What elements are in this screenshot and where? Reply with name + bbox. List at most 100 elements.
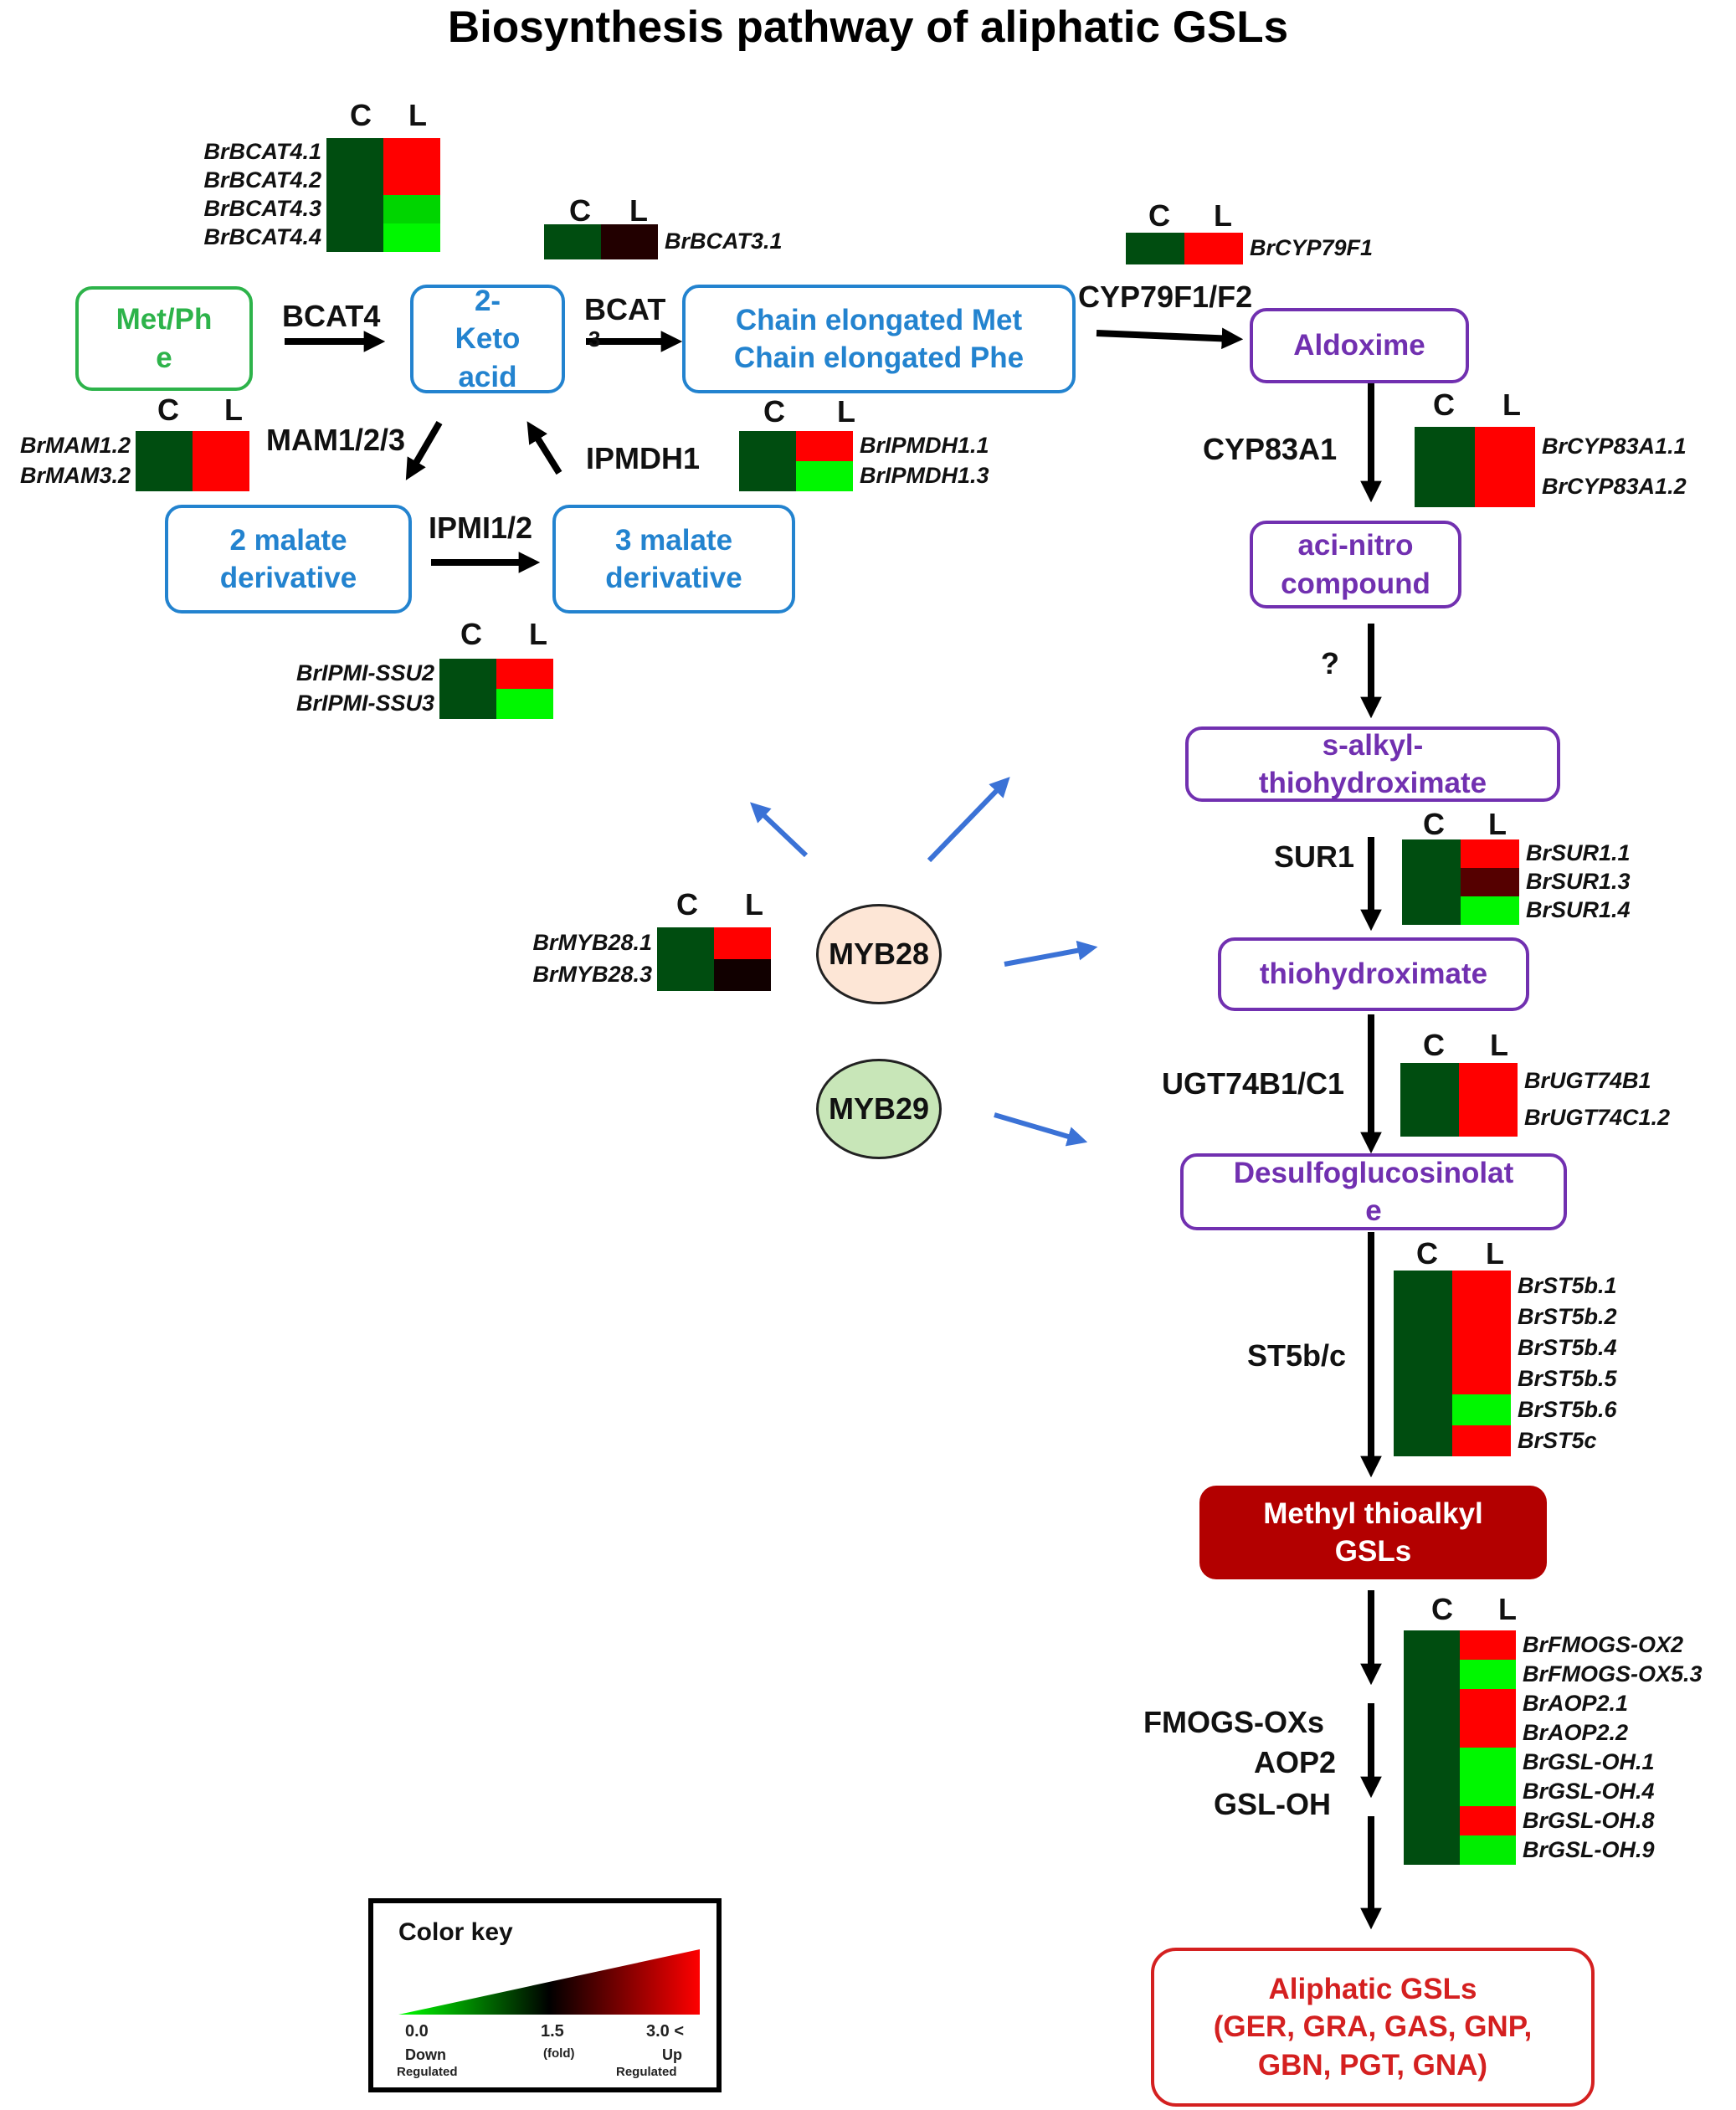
heatmap-header-C: C: [1423, 807, 1445, 841]
color-key-title: Color key: [398, 1918, 513, 1946]
heatmap-column-L: [1459, 1063, 1518, 1137]
heatmap-cell: [1475, 427, 1535, 467]
heatmap-cyp83: [1415, 427, 1535, 507]
heatmap-bcat3: [544, 224, 658, 259]
heatmap-cell: [1461, 868, 1519, 896]
page-title: Biosynthesis pathway of aliphatic GSLs: [447, 3, 1289, 52]
gene-label: BrST5b.2: [1518, 1303, 1617, 1329]
enzyme-ugt: UGT74B1/C1: [1162, 1066, 1345, 1101]
heatmap-cell: [1394, 1363, 1452, 1394]
gene-label: BrIPMDH1.1: [860, 433, 989, 458]
gene-label: BrGSL-OH.4: [1523, 1778, 1655, 1804]
heatmap-header-L: L: [1486, 1236, 1504, 1271]
heatmap-cell: [383, 138, 440, 167]
gene-label: BrUGT74B1: [1524, 1068, 1651, 1093]
heatmap-column-C: [1404, 1630, 1460, 1865]
color-key-down-regulated: Regulated: [397, 2065, 458, 2079]
gene-label: BrGSL-OH.1: [1523, 1748, 1655, 1774]
gene-label: BrIPMDH1.3: [860, 463, 989, 488]
heatmap-column-C: [1400, 1063, 1459, 1137]
heatmap-cell: [1404, 1660, 1460, 1689]
heatmap-header-L: L: [529, 617, 547, 651]
color-key-fold: (fold): [543, 2046, 575, 2061]
heatmap-cell: [326, 167, 383, 195]
heatmap-cell: [657, 959, 714, 991]
heatmap-column-C: [657, 927, 714, 991]
heatmap-header-C: C: [1433, 388, 1455, 422]
heatmap-cell: [193, 461, 249, 491]
heatmap-column-L: [1184, 233, 1243, 264]
heatmap-myb: [657, 927, 771, 991]
heatmap-column-L: [193, 431, 249, 491]
heatmap-st5: [1394, 1271, 1511, 1456]
heatmap-cell: [496, 659, 553, 689]
gene-label: BrST5b.5: [1518, 1365, 1617, 1391]
gene-label: BrBCAT4.4: [203, 224, 321, 249]
heatmap-column-C: [1126, 233, 1184, 264]
gene-label: BrCYP83A1.1: [1542, 434, 1687, 459]
heatmap-cell: [1461, 839, 1519, 868]
heatmap-header-C: C: [157, 393, 179, 427]
heatmap-header-L: L: [745, 887, 763, 922]
node-thiohydroximate: thiohydroximate: [1218, 937, 1529, 1011]
heatmap-cell: [1394, 1271, 1452, 1301]
node-2-malate-derivative: 2 malate derivative: [165, 505, 412, 613]
heatmap-header-L: L: [1214, 198, 1232, 233]
heatmap-column-L: [1460, 1630, 1516, 1865]
arrow-chain-to-aldoxime: [1096, 327, 1244, 350]
gene-label: BrIPMI-SSU2: [295, 660, 434, 685]
heatmap-cell: [1452, 1301, 1511, 1332]
gene-label: BrBCAT3.1: [665, 228, 783, 254]
enzyme-ipmdh: IPMDH1: [586, 441, 701, 475]
gene-label: BrCYP79F1: [1250, 235, 1374, 260]
heatmap-column-C: [1415, 427, 1475, 507]
enzyme-ipmi: IPMI1/2: [429, 511, 533, 545]
heatmap-cell: [136, 431, 193, 461]
regulator-arrow-1: [750, 802, 809, 858]
heatmap-cell: [383, 167, 440, 195]
gene-label: BrMYB28.3: [532, 962, 652, 987]
heatmap-column-L: [1461, 839, 1519, 925]
gene-label: BrMAM3.2: [19, 463, 131, 488]
heatmap-ipmdh: [739, 431, 853, 491]
heatmap-column-L: [1452, 1271, 1511, 1456]
heatmap-cell: [714, 959, 771, 991]
gene-label: BrBCAT4.2: [203, 167, 321, 193]
heatmap-ipmi: [439, 659, 553, 719]
heatmap-cell: [1459, 1100, 1518, 1137]
heatmap-cell: [1460, 1777, 1516, 1806]
enzyme-bcat3: BCAT: [584, 292, 666, 326]
arrow-malate3-to-keto: [526, 421, 562, 475]
heatmap-cell: [1404, 1835, 1460, 1865]
heatmap-header-C: C: [1423, 1028, 1445, 1062]
heatmap-column-C: [136, 431, 193, 491]
heatmap-cell: [1459, 1063, 1518, 1100]
heatmap-column-C: [739, 431, 796, 491]
color-key-min: 0.0: [405, 2022, 429, 2041]
heatmap-column-C: [1402, 839, 1461, 925]
heatmap-cell: [326, 138, 383, 167]
heatmap-cell: [1452, 1363, 1511, 1394]
heatmap-header-C: C: [1416, 1236, 1438, 1271]
gene-label: BrGSL-OH.9: [1523, 1836, 1655, 1862]
heatmap-ugt: [1400, 1063, 1518, 1137]
heatmap-column-C: [544, 224, 601, 259]
heatmap-column-L: [496, 659, 553, 719]
heatmap-cell: [383, 223, 440, 252]
heatmap-cell: [1400, 1063, 1459, 1100]
gene-label: BrMAM1.2: [19, 433, 131, 458]
heatmap-cell: [439, 689, 496, 719]
heatmap-mam: [136, 431, 249, 491]
gene-label: BrFMOGS-OX5.3: [1523, 1661, 1703, 1686]
heatmap-cell: [326, 195, 383, 223]
node-aldoxime: Aldoxime: [1250, 308, 1469, 383]
regulator-arrow-4: [994, 1112, 1088, 1147]
heatmap-cell: [1415, 467, 1475, 507]
heatmap-cell: [1404, 1718, 1460, 1748]
color-key-up-regulated: Regulated: [616, 2065, 677, 2079]
heatmap-cell: [383, 195, 440, 223]
heatmap-cell: [1415, 427, 1475, 467]
heatmap-cell: [1400, 1100, 1459, 1137]
